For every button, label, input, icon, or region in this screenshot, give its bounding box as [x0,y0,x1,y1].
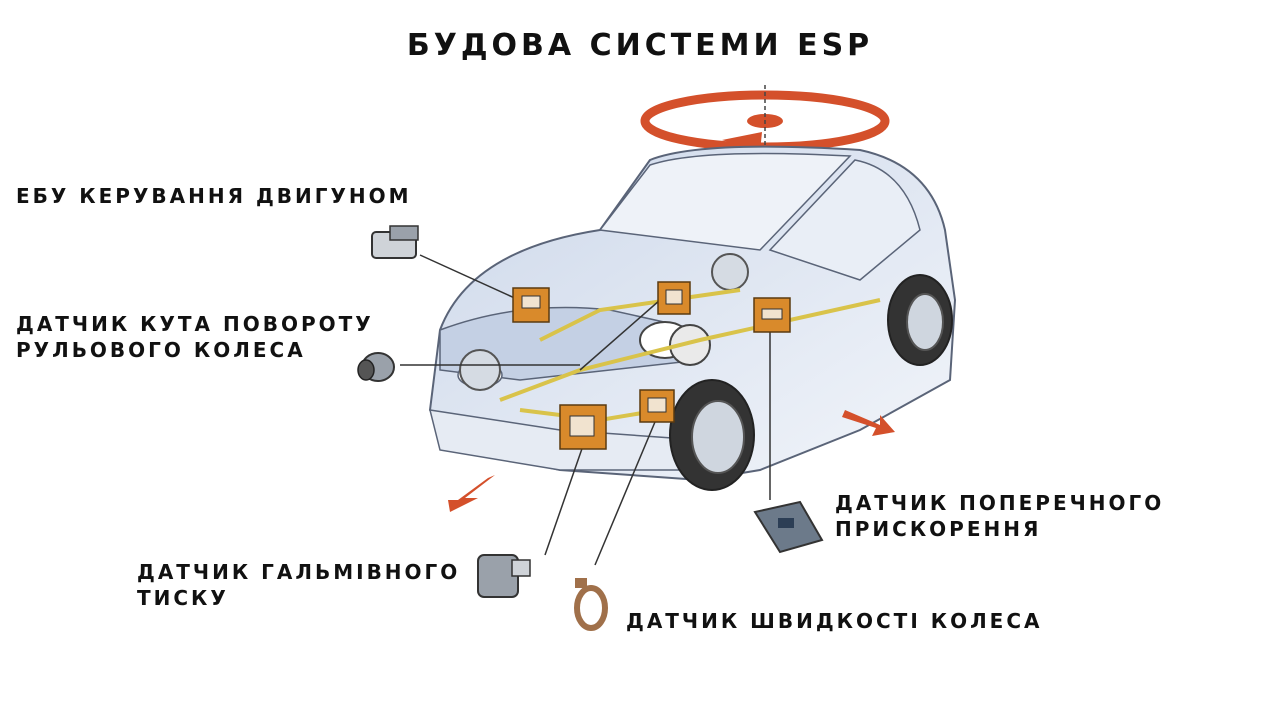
direction-arrows [448,410,895,512]
label-brake-pressure-line-1: ДАТЧИК ГАЛЬМІВНОГО [137,560,461,584]
brake-pressure-sensor-icon [477,554,531,598]
label-lateral-accel-line-1: ДАТЧИК ПОПЕРЕЧНОГО [835,491,1165,515]
wheel-speed-sensor-icon [574,578,608,631]
label-brake-pressure-line-2: ТИСКУ [137,586,229,610]
label-lateral-accel-sensor: ДАТЧИК ПОПЕРЕЧНОГО ПРИСКОРЕННЯ [835,490,1164,542]
label-wheel-speed-sensor: ДАТЧИК ШВИДКОСТІ КОЛЕСА [626,608,1043,634]
wheels [459,253,953,491]
label-engine-ecu-line: ЕБУ КЕРУВАННЯ ДВИГУНОМ [16,184,412,208]
diagram-title: БУДОВА СИСТЕМИ ESP [406,28,874,63]
steering-angle-sensor-icon [357,352,395,382]
label-steering-angle-sensor: ДАТЧИК КУТА ПОВОРОТУ РУЛЬОВОГО КОЛЕСА [16,311,374,363]
label-brake-pressure-sensor: ДАТЧИК ГАЛЬМІВНОГО ТИСКУ [137,559,460,611]
module-lateral [753,297,791,333]
label-steering-angle-line-2: РУЛЬОВОГО КОЛЕСА [16,338,306,362]
label-wheel-speed-line: ДАТЧИК ШВИДКОСТІ КОЛЕСА [626,609,1043,633]
label-steering-angle-line-1: ДАТЧИК КУТА ПОВОРОТУ [16,312,374,336]
lateral-accel-sensor-icon [753,500,824,554]
hydraulic-unit [639,321,711,366]
label-lateral-accel-line-2: ПРИСКОРЕННЯ [835,517,1042,541]
module-boxes [512,281,791,450]
connector-lines [400,254,771,566]
label-engine-ecu: ЕБУ КЕРУВАННЯ ДВИГУНОМ [16,183,412,209]
engine-ecu-component-icon [371,225,419,259]
module-upper [657,281,691,315]
